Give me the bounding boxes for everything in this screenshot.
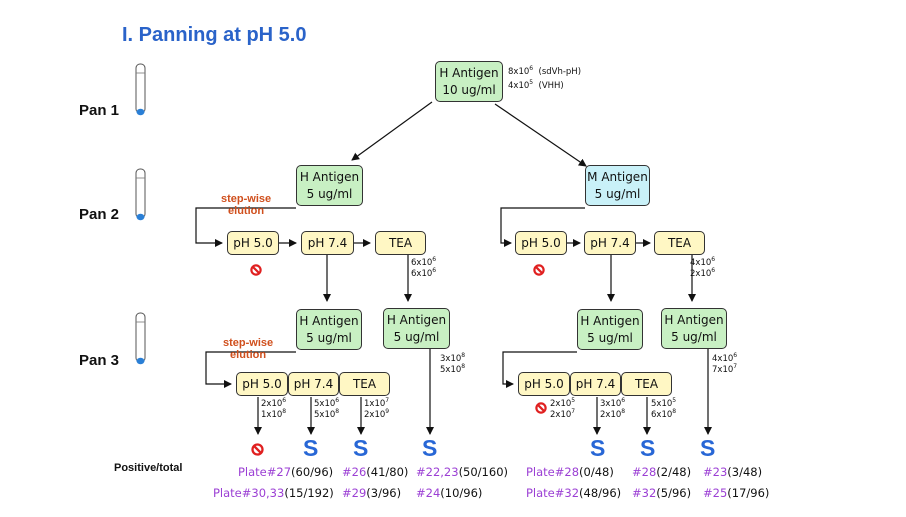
pan3-h-antigen-box: H Antigen 5 ug/ml <box>383 308 450 349</box>
result-row2-item: #32(5/96) <box>632 486 692 500</box>
antigen-concentration: 5 ug/ml <box>306 331 352 345</box>
no-symbol-icon <box>250 264 262 276</box>
antigen-name: H Antigen <box>580 314 640 328</box>
test-tube-icon <box>135 312 146 365</box>
pan2-h-antigen-box: H Antigen 5 ug/ml <box>296 165 363 206</box>
antigen-concentration: 5 ug/ml <box>671 330 717 344</box>
antigen-name: H Antigen <box>439 66 499 80</box>
result-row1-item: Plate#27(60/96) <box>238 465 334 479</box>
pan1-h-antigen-box: H Antigen 10 ug/ml <box>435 61 503 102</box>
s-mark: S <box>700 435 716 461</box>
arrow-pan1-to-m-antigen <box>494 103 587 167</box>
result-row1-item: #26(41/80) <box>342 465 409 479</box>
result-row2-item: #25(17/96) <box>703 486 770 500</box>
antigen-name: H Antigen <box>299 314 359 328</box>
pan2-left-ph74-box: pH 7.4 <box>301 231 354 255</box>
page-title: I. Panning at pH 5.0 <box>122 24 307 46</box>
antigen-concentration: 5 ug/ml <box>306 187 353 201</box>
pan3-right-ph50-box: pH 5.0 <box>518 372 570 396</box>
pan2-left-tea-counts: 6x106 6x106 <box>411 256 437 280</box>
antigen-name: H Antigen <box>386 313 447 327</box>
elbow-arrow-pan3-left <box>205 351 296 388</box>
pan3-right-tea-box: TEA <box>621 372 672 396</box>
arrow-pan1-to-h-antigen <box>351 101 433 161</box>
test-tube-icon <box>135 168 146 221</box>
pan3-right-tea-group-counts: 5x105 6x108 <box>651 397 677 421</box>
s-mark: S <box>422 435 438 461</box>
positive-total-label: Positive/total <box>114 462 183 474</box>
result-row1-item: #22,23(50/160) <box>416 465 508 479</box>
no-symbol-icon <box>535 402 547 414</box>
result-row1-item: Plate#28(0/48) <box>526 465 614 479</box>
result-row2-item: #29(3/96) <box>342 486 402 500</box>
antigen-concentration: 5 ug/ml <box>393 330 440 344</box>
elbow-arrow-pan3-right <box>502 351 577 388</box>
pan-2-label: Pan 2 <box>79 206 120 223</box>
pan2-right-ph50-box: pH 5.0 <box>515 231 567 255</box>
no-symbol-icon <box>251 443 264 456</box>
antigen-name: M Antigen <box>587 170 648 184</box>
s-mark: S <box>590 435 606 461</box>
antigen-concentration: 5 ug/ml <box>587 331 633 345</box>
antigen-concentration: 10 ug/ml <box>442 83 496 97</box>
pan3-right-ph74-counts: 3x106 2x108 <box>600 397 626 421</box>
pan3-h-antigen-box: H Antigen 5 ug/ml <box>296 309 362 350</box>
pan3-left-tea-group-counts: 1x107 2x109 <box>364 397 390 421</box>
pan3-h-antigen-box: H Antigen 5 ug/ml <box>661 308 727 349</box>
s-mark: S <box>353 435 369 461</box>
result-row2-item: Plate#32(48/96) <box>526 486 622 500</box>
no-symbol-icon <box>533 264 545 276</box>
pan3-left-ph50-counts: 2x106 1x108 <box>261 397 287 421</box>
pan3-h-antigen-box: H Antigen 5 ug/ml <box>577 309 643 350</box>
pan3-left-ph74-counts: 5x106 5x108 <box>314 397 340 421</box>
pan3-right-ph74-box: pH 7.4 <box>570 372 621 396</box>
pan-1-label: Pan 1 <box>79 102 120 119</box>
pan3-left-ph74-box: pH 7.4 <box>288 372 339 396</box>
result-row1-item: #28(2/48) <box>632 465 692 479</box>
s-mark: S <box>640 435 656 461</box>
pan2-right-ph74-box: pH 7.4 <box>584 231 636 255</box>
pan1-count-1: 8x106 (sdVh-pH) <box>508 65 582 78</box>
test-tube-icon <box>135 63 146 116</box>
pan3-right-tea-counts: 4x106 7x107 <box>712 352 738 376</box>
pan2-right-tea-box: TEA <box>654 231 705 255</box>
elbow-arrow-pan2-left <box>195 207 296 247</box>
pan3-right-ph50-counts: 2x105 2x107 <box>550 397 576 421</box>
pan-3-label: Pan 3 <box>79 352 120 369</box>
result-row2-item: Plate#30,33(15/192) <box>213 486 334 500</box>
result-row2-item: #24(10/96) <box>416 486 483 500</box>
elbow-arrow-pan2-right <box>500 207 585 247</box>
antigen-name: H Antigen <box>299 170 360 184</box>
pan3-left-tea-box: TEA <box>339 372 390 396</box>
pan2-m-antigen-box: M Antigen 5 ug/ml <box>585 165 650 206</box>
pan3-left-tea-counts: 3x108 5x108 <box>440 352 466 376</box>
pan2-right-tea-counts: 4x106 2x106 <box>690 256 716 280</box>
antigen-concentration: 5 ug/ml <box>594 187 641 201</box>
s-mark: S <box>303 435 319 461</box>
result-row1-item: #23(3/48) <box>703 465 763 479</box>
antigen-name: H Antigen <box>664 313 724 327</box>
pan1-count-2: 4x105 (VHH) <box>508 79 564 92</box>
pan3-left-ph50-box: pH 5.0 <box>236 372 288 396</box>
pan2-left-ph50-box: pH 5.0 <box>227 231 279 255</box>
pan2-left-tea-box: TEA <box>375 231 426 255</box>
